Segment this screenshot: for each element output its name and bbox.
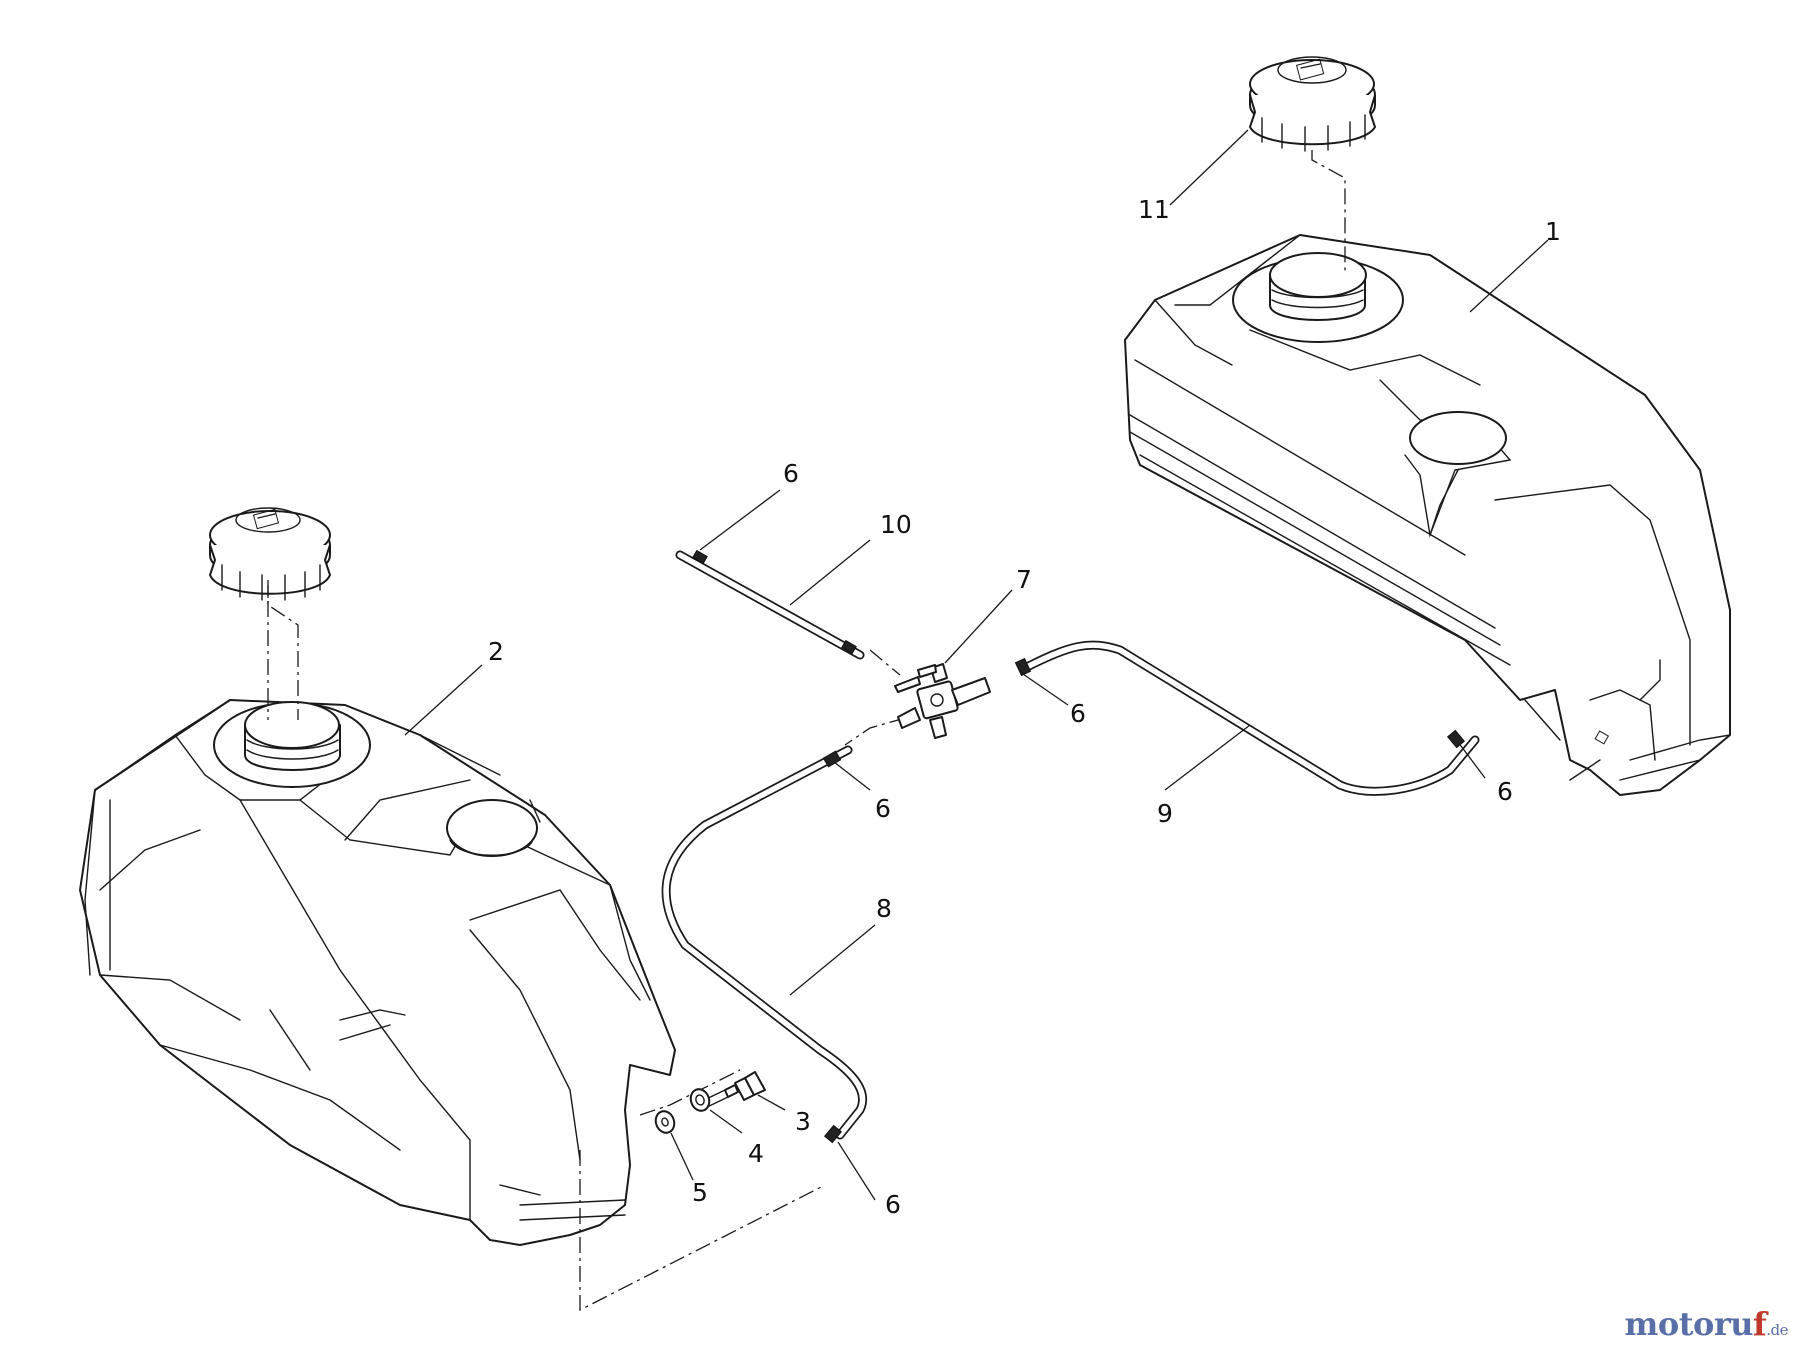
clamp-top [692, 549, 708, 565]
watermark-logo: motoruf.de [1624, 1305, 1789, 1343]
mounting-bolt [699, 1071, 766, 1110]
fuel-tank-right [1124, 234, 1731, 796]
callout-clamp-b: 6 [1070, 699, 1086, 728]
clamp-valve-left [822, 750, 842, 768]
callout-fuel-cap: 11 [1138, 195, 1170, 224]
callout-tank-right: 1 [1545, 217, 1561, 246]
callout-tank-left: 2 [488, 637, 504, 666]
callout-hose-left: 8 [876, 894, 892, 923]
clamp-left-tank [823, 1124, 843, 1144]
leader-lines [404, 129, 1549, 1201]
fuel-hose-vertical [675, 550, 865, 660]
clamp-valve-right [1014, 657, 1032, 677]
assembly-centerlines [267, 150, 1346, 1312]
fuel-tank-left [79, 699, 676, 1246]
watermark-text-accent: f [1752, 1305, 1767, 1343]
callout-washer: 5 [692, 1178, 708, 1207]
callout-bolt: 3 [795, 1107, 811, 1136]
lock-washer [689, 1088, 711, 1112]
callout-lock-washer: 4 [748, 1139, 764, 1168]
fuel-cap-right [1249, 56, 1376, 152]
watermark-text-domain: .de [1766, 1321, 1788, 1339]
watermark-text-main: motoru [1624, 1305, 1754, 1343]
callout-valve: 7 [1016, 565, 1032, 594]
fuel-cap-left [209, 507, 331, 601]
callout-clamp-c: 6 [1497, 777, 1513, 806]
fuel-shutoff-valve [894, 663, 991, 739]
hose-clamps [692, 549, 1466, 1144]
fuel-hose-right [1020, 640, 1480, 796]
fuel-hose-left [661, 745, 868, 1140]
callout-clamp-e: 6 [885, 1190, 901, 1219]
flat-washer [654, 1110, 676, 1134]
callout-hose-right: 9 [1157, 799, 1173, 828]
callout-clamp-d: 6 [875, 794, 891, 823]
clamp-hose-10-lower [841, 639, 857, 655]
clamp-right-tank [1446, 729, 1466, 749]
callout-clamp-a: 6 [783, 459, 799, 488]
callout-hose-vertical: 10 [880, 510, 912, 539]
callout-numbers: 1 2 11 6 10 7 6 6 9 6 8 3 4 5 6 [488, 195, 1561, 1219]
